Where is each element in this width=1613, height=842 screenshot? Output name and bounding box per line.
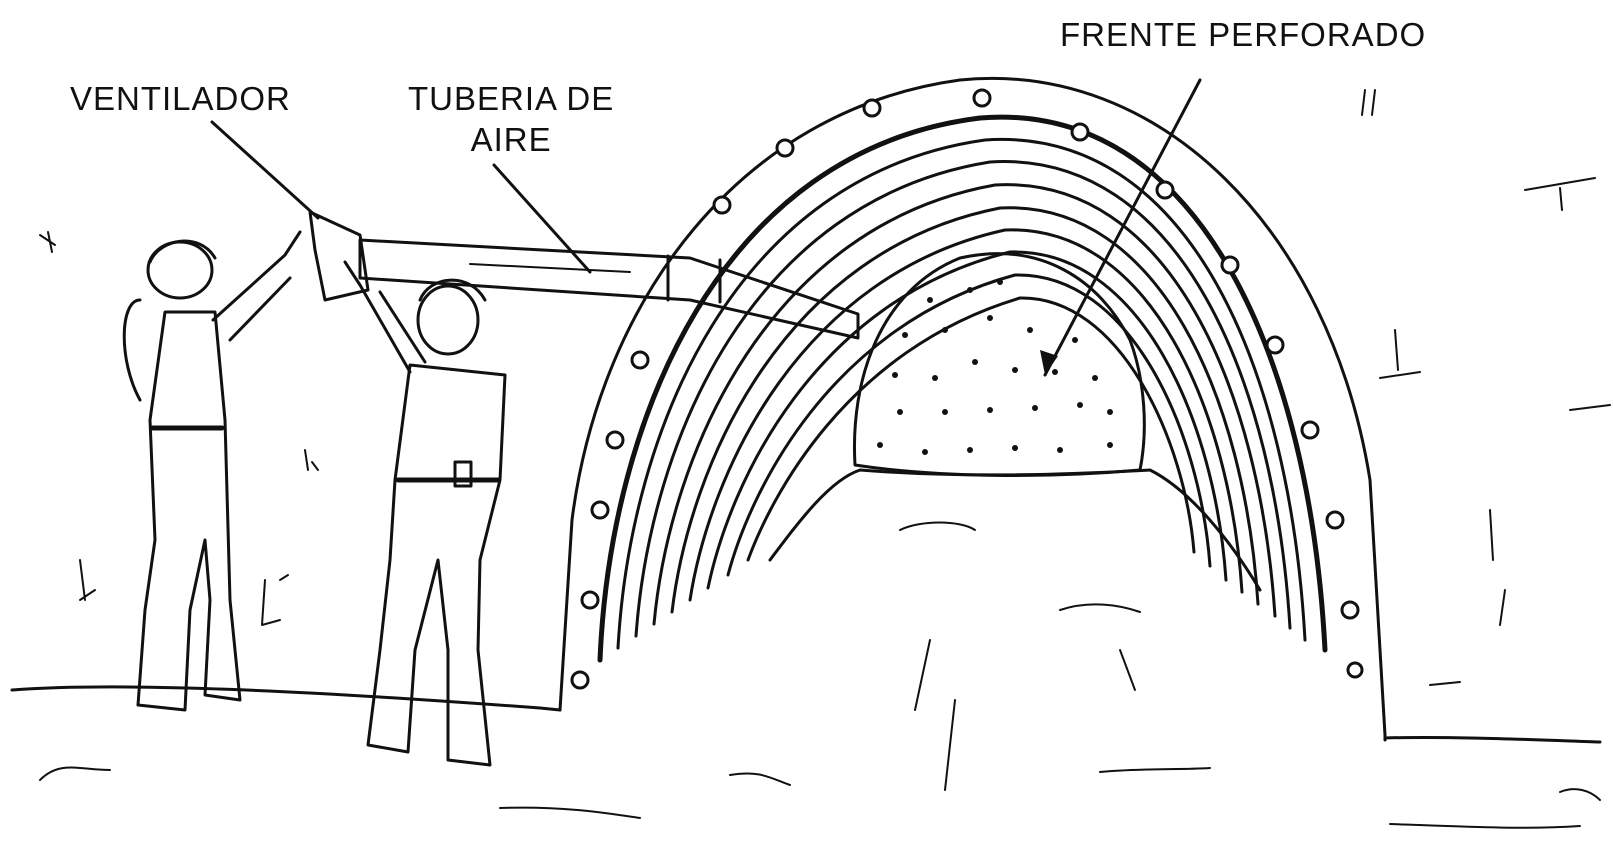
steel-arch-ribs <box>597 114 1328 663</box>
air-duct <box>358 238 860 340</box>
sketch-marks <box>39 89 1611 686</box>
leader-lines <box>210 78 1202 377</box>
ground-lines <box>10 685 1602 829</box>
worker-left <box>122 230 302 712</box>
label-tuberia-de-aire: TUBERIA DE AIRE <box>408 80 615 159</box>
rock-bolts <box>570 88 1364 690</box>
fan-unit <box>308 210 370 302</box>
label-frente-perforado: FRENTE PERFORADO <box>1060 16 1427 53</box>
tunnel-portal <box>538 77 1387 742</box>
drilled-face <box>852 252 1146 477</box>
label-ventilador: VENTILADOR <box>70 80 291 117</box>
muck-pile <box>768 468 1262 791</box>
worker-right <box>343 260 507 767</box>
